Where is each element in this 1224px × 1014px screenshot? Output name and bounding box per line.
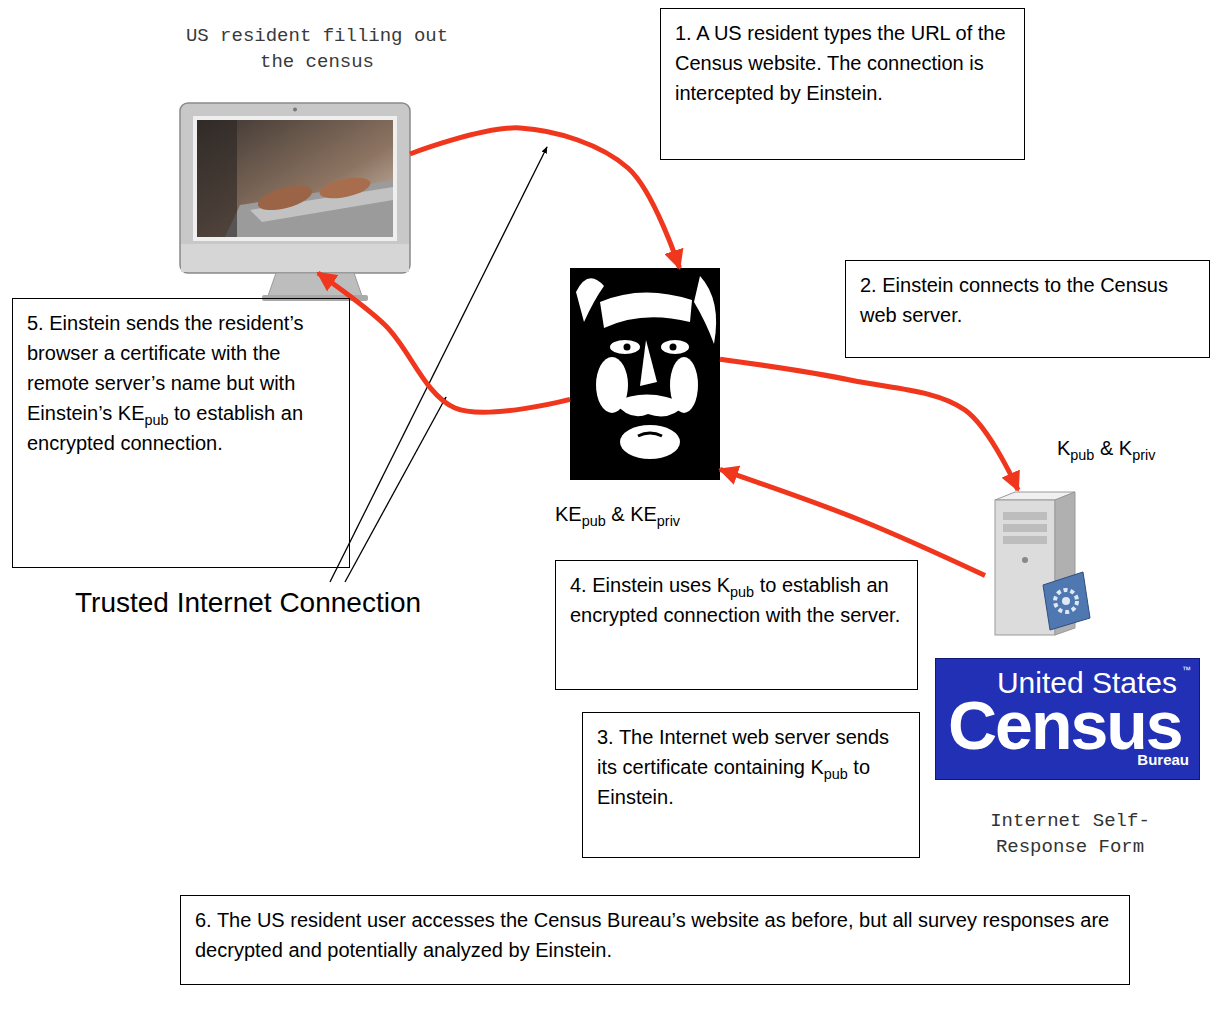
leader-line — [345, 397, 446, 582]
callout-text: 4. Einstein uses Kpub to establish an en… — [570, 570, 903, 630]
einstein-figure: KEpub & KEpriv — [570, 268, 720, 480]
server-figure: Kpub & Kpriv — [985, 490, 1095, 640]
callout-box: 1. A US resident types the URL of the Ce… — [660, 8, 1025, 160]
callout-box: 6. The US resident user accesses the Cen… — [180, 895, 1130, 985]
flow-arrow — [318, 273, 570, 412]
server-tower — [995, 500, 1055, 635]
computer-monitor — [180, 103, 410, 273]
callout-box: 4. Einstein uses Kpub to establish an en… — [555, 560, 918, 690]
server-tower — [995, 492, 1090, 635]
computer-figure: US resident filling out the census — [180, 103, 410, 273]
key-label: KEpub & KEpriv — [555, 500, 680, 528]
logo-wordmark: Census — [948, 691, 1182, 759]
flow-arrow — [720, 359, 1018, 490]
trademark-mark: ™ — [1182, 665, 1191, 675]
callout-text: 3. The Internet web server sends its cer… — [597, 722, 905, 812]
callout-text: 6. The US resident user accesses the Cen… — [195, 905, 1115, 965]
server-tower — [1022, 557, 1028, 563]
einstein-portrait — [670, 344, 677, 351]
einstein-portrait — [620, 425, 680, 459]
einstein-portrait — [661, 340, 689, 354]
callout-text: 5. Einstein sends the resident’s browser… — [27, 308, 321, 458]
figure-caption: US resident filling out the census — [177, 23, 457, 75]
einstein-portrait — [638, 433, 662, 436]
einstein-portrait — [570, 268, 720, 480]
server-tower — [1003, 524, 1047, 532]
einstein-portrait — [624, 344, 631, 351]
computer-monitor — [318, 174, 373, 202]
einstein-portrait — [610, 340, 640, 354]
server-tower — [1003, 536, 1047, 544]
einstein-portrait — [640, 340, 657, 386]
einstein-portrait — [600, 292, 692, 328]
key-label: Kpub & Kpriv — [1057, 434, 1155, 462]
leader-line — [330, 147, 547, 582]
computer-monitor — [181, 244, 409, 272]
server-tower — [1003, 512, 1047, 520]
callout-text: 2. Einstein connects to the Census web s… — [860, 270, 1195, 330]
einstein-portrait — [570, 268, 720, 480]
census-logo: United States™CensusBureau — [935, 658, 1200, 780]
computer-monitor — [255, 181, 314, 215]
leader-line — [330, 147, 547, 582]
server-tower — [1062, 597, 1070, 605]
computer-monitor — [180, 103, 410, 301]
computer-monitor — [197, 120, 237, 237]
callout-box: 5. Einstein sends the resident’s browser… — [12, 298, 350, 568]
caption-label: Internet Self-Response Form — [950, 808, 1190, 860]
logo-text: Bureau — [1137, 751, 1189, 768]
computer-monitor — [193, 116, 397, 241]
callout-box: 2. Einstein connects to the Census web s… — [845, 260, 1210, 358]
annotation-label: Trusted Internet Connection — [75, 586, 421, 620]
computer-monitor — [197, 120, 393, 237]
einstein-portrait — [614, 394, 686, 416]
callout-box: 3. The Internet web server sends its cer… — [582, 712, 920, 858]
einstein-portrait — [694, 276, 716, 344]
computer-monitor — [225, 180, 393, 237]
callout-text: 1. A US resident types the URL of the Ce… — [675, 18, 1010, 108]
server-tower — [1055, 590, 1077, 612]
computer-monitor — [293, 108, 297, 112]
einstein-portrait — [576, 278, 604, 322]
flow-arrow — [410, 128, 680, 268]
server-tower — [1043, 572, 1090, 630]
